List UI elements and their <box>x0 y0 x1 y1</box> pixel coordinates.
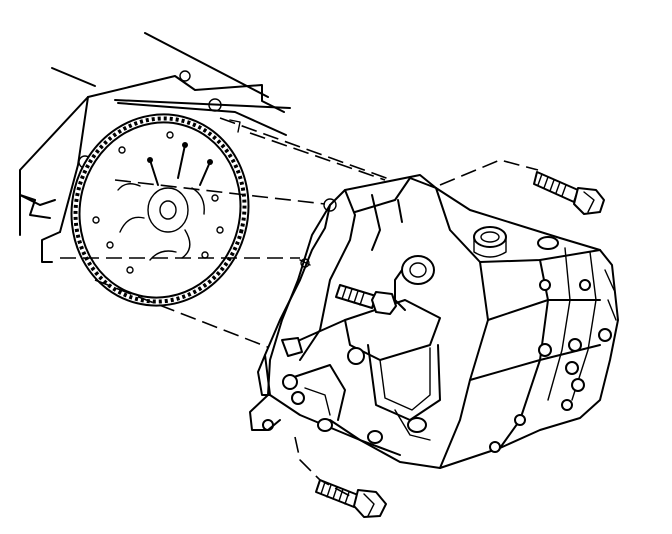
engine-block <box>19 32 291 263</box>
side-bolt <box>335 284 397 315</box>
transaxle <box>249 174 619 469</box>
alignment-lines <box>60 117 539 497</box>
upper-bolt <box>533 171 605 215</box>
lower-bolt <box>315 479 387 518</box>
